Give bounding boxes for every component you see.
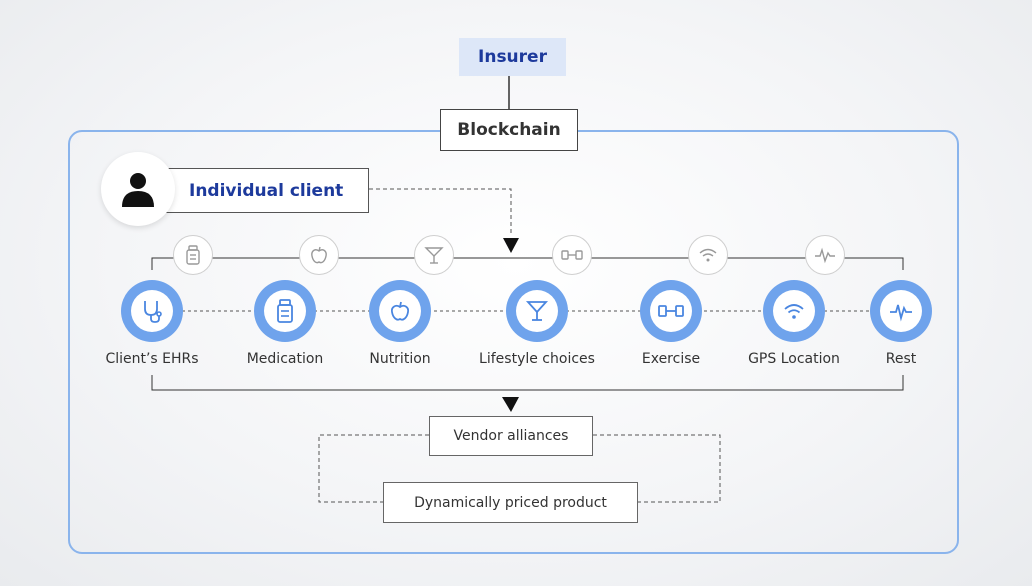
dynamically-priced-product-box: Dynamically priced product bbox=[383, 482, 638, 523]
mini-apple-icon bbox=[299, 235, 339, 275]
step-label-medication: Medication bbox=[246, 351, 324, 367]
step-label-ehr: Client’s EHRs bbox=[105, 351, 199, 367]
client-avatar bbox=[101, 152, 175, 226]
cocktail-glass-icon bbox=[525, 301, 549, 321]
stethoscope-icon bbox=[144, 301, 162, 323]
step-circle-lifestyle bbox=[506, 280, 568, 342]
apple-icon bbox=[390, 301, 410, 321]
step-circle-rest bbox=[870, 280, 932, 342]
step-circle-nutrition bbox=[369, 280, 431, 342]
down-arrow-bottom bbox=[502, 397, 519, 412]
wifi-signal-icon bbox=[784, 304, 804, 319]
step-circle-exercise bbox=[640, 280, 702, 342]
step-circle-ehr bbox=[121, 280, 183, 342]
step-circle-gps bbox=[763, 280, 825, 342]
mini-wifi-signal-icon bbox=[688, 235, 728, 275]
mini-heartbeat-icon bbox=[805, 235, 845, 275]
mini-medicine-bottle-icon bbox=[173, 235, 213, 275]
step-label-nutrition: Nutrition bbox=[369, 351, 431, 367]
medicine-bottle-icon bbox=[277, 299, 293, 323]
insurer-box: Insurer bbox=[459, 38, 566, 76]
individual-client-box: Individual client bbox=[152, 168, 369, 213]
heartbeat-icon bbox=[890, 304, 912, 322]
loop-left-dashed bbox=[318, 434, 429, 503]
person-icon bbox=[122, 173, 154, 207]
step-label-lifestyle: Lifestyle choices bbox=[479, 351, 595, 367]
step-label-gps: GPS Location bbox=[748, 351, 840, 367]
mini-cocktail-glass-icon bbox=[414, 235, 454, 275]
bottom-bracket-line bbox=[151, 375, 904, 391]
step-circle-medication bbox=[254, 280, 316, 342]
loop-right-dashed bbox=[593, 434, 721, 503]
mini-dumbbell-icon bbox=[552, 235, 592, 275]
down-arrow-top bbox=[503, 238, 519, 253]
step-label-exercise: Exercise bbox=[641, 351, 701, 367]
dumbbell-icon bbox=[658, 305, 684, 317]
top-bracket-line bbox=[151, 257, 904, 270]
blockchain-box: Blockchain bbox=[440, 109, 578, 151]
vendor-alliances-box: Vendor alliances bbox=[429, 416, 593, 456]
client-dashed-connector bbox=[369, 188, 512, 236]
step-label-rest: Rest bbox=[885, 351, 917, 367]
